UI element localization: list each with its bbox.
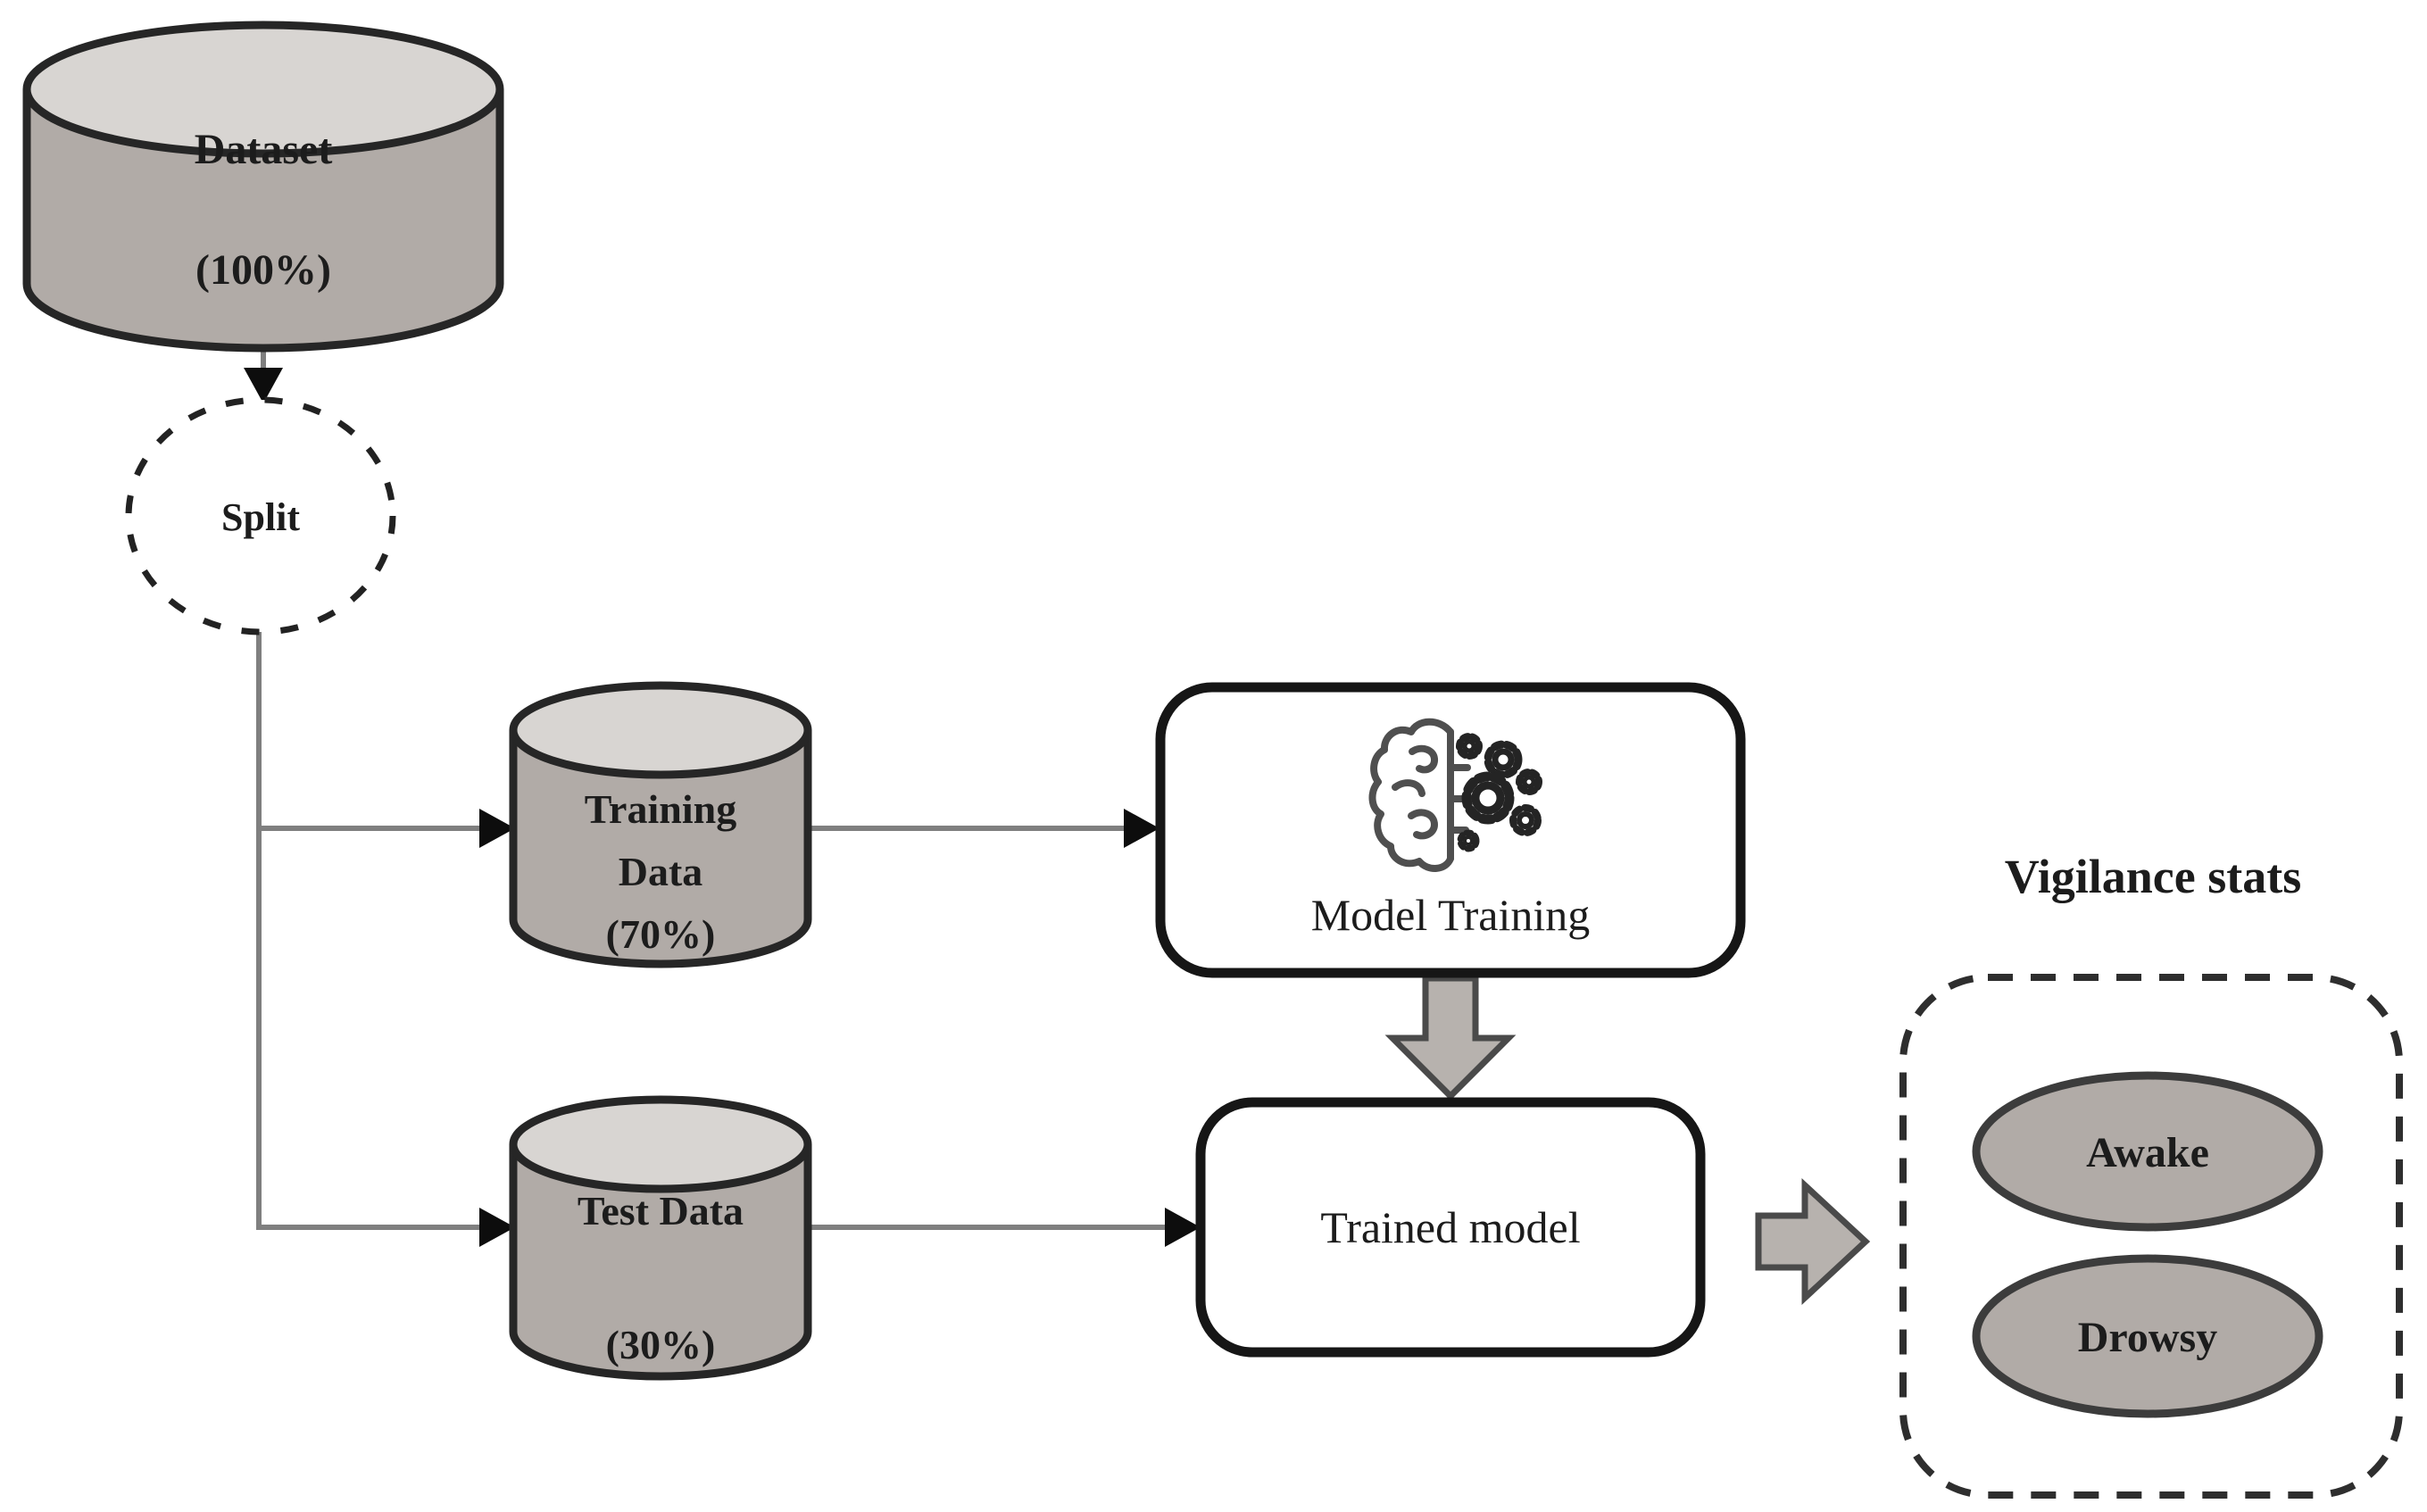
split-circle: Split <box>125 396 396 636</box>
connector-test-to-trained <box>808 1208 1201 1247</box>
test-data-share: (30%) <box>606 1322 716 1367</box>
cylinder-top-icon <box>509 681 812 779</box>
model-training-box: Model Training <box>1155 682 1746 978</box>
arrowhead-down-icon <box>244 368 283 403</box>
model-training-label: Model Training <box>1311 890 1591 940</box>
connector-dataset-to-split <box>244 351 283 403</box>
down-arrow <box>1384 975 1517 1101</box>
training-data-share: (70%) <box>606 911 716 957</box>
connector-training-to-model <box>808 809 1159 848</box>
arrowhead-right-icon <box>1124 809 1159 848</box>
dataset-share: (100%) <box>195 246 331 294</box>
connector-split-to-test <box>256 1208 515 1247</box>
brain-gears-icon <box>1368 718 1542 872</box>
cylinder-top-icon <box>22 21 504 158</box>
state-awake-ellipse: Awake <box>1972 1071 2323 1232</box>
state-drowsy-ellipse: Drowsy <box>1972 1254 2323 1418</box>
training-data-label-line2: Data <box>619 849 703 894</box>
arrowhead-right-icon <box>479 809 515 848</box>
dataset-label: Dataset <box>195 126 333 173</box>
split-label: Split <box>221 495 300 539</box>
vigilance-stats-group: Vigilance stats Awake Drowsy <box>1899 850 2403 1499</box>
cylinder-top-icon <box>509 1095 812 1193</box>
training-data-cylinder: Training Data (70%) <box>509 681 812 968</box>
right-arrow <box>1755 1177 1871 1306</box>
state-awake-label: Awake <box>2086 1129 2209 1176</box>
state-drowsy-label: Drowsy <box>2078 1314 2217 1361</box>
trained-model-label: Trained model <box>1320 1202 1580 1252</box>
gears-icon <box>1456 733 1542 852</box>
test-data-label: Test Data <box>578 1188 744 1234</box>
dataset-cylinder: Dataset (100%) <box>22 21 504 353</box>
arrowhead-right-icon <box>1165 1208 1201 1247</box>
arrowhead-right-icon <box>479 1208 515 1247</box>
trained-model-box: Trained model <box>1195 1097 1706 1358</box>
vigilance-stats-title: Vigilance stats <box>2005 850 2301 903</box>
test-data-cylinder: Test Data (30%) <box>509 1095 812 1381</box>
connector-split-to-training <box>256 809 515 848</box>
training-data-label-line1: Training <box>585 786 736 832</box>
